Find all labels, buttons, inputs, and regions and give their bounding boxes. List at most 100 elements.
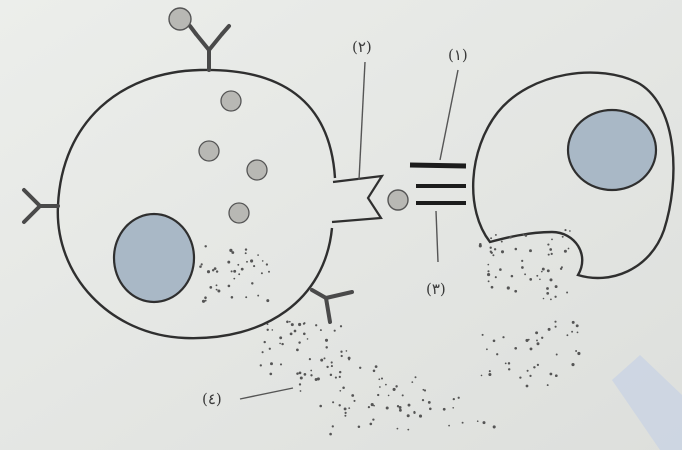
granule-dot <box>237 264 239 266</box>
granule-dot <box>543 298 545 300</box>
granule-dot <box>411 381 413 383</box>
granule-dot <box>521 260 523 262</box>
granule-dot <box>381 377 383 379</box>
granule-dot <box>272 329 274 331</box>
granule-dot <box>317 377 320 380</box>
granule-dot <box>566 334 568 336</box>
granule-dot <box>560 268 562 270</box>
granule-dot <box>419 415 422 418</box>
granule-dot <box>319 405 322 408</box>
granule-dot <box>452 407 454 409</box>
granule-dot <box>320 329 322 331</box>
granule-dot <box>554 296 556 298</box>
granule-dot <box>568 248 570 250</box>
granule-dot <box>527 370 529 372</box>
granule-dot <box>514 290 517 293</box>
granule-dot <box>524 273 526 275</box>
granule-dot <box>264 341 266 343</box>
granule-dot <box>541 337 543 339</box>
granule-dot <box>204 245 206 247</box>
label-3: (٣) <box>426 280 446 298</box>
granule-dot <box>289 321 291 323</box>
granule-dot <box>529 375 531 377</box>
granule-dot <box>541 271 543 273</box>
granule-dot <box>331 361 333 363</box>
granule-dot <box>310 370 312 372</box>
granule-dot <box>266 299 269 302</box>
granule-dot <box>340 325 342 327</box>
granule-dot <box>575 350 577 352</box>
granule-dot <box>279 343 281 345</box>
granule-dot <box>555 285 558 288</box>
granule-dot <box>261 272 263 274</box>
granule-dot <box>326 366 328 368</box>
granule-dot <box>548 254 550 256</box>
granule-dot <box>422 399 424 401</box>
granule-dot <box>296 349 299 352</box>
granule-dot <box>487 273 490 276</box>
granule-dot <box>378 378 380 380</box>
granule-dot <box>428 401 431 404</box>
granule <box>199 141 219 161</box>
granule-dot <box>332 401 334 403</box>
granule-dot <box>296 372 299 375</box>
granule-dot <box>507 286 510 289</box>
granule <box>221 91 241 111</box>
granule-dot <box>320 359 323 362</box>
granule-dot <box>566 292 568 294</box>
granule-dot <box>231 296 234 299</box>
granule-dot <box>299 372 302 375</box>
granule-dot <box>339 376 341 378</box>
granule-dot <box>562 236 564 238</box>
granule-dot <box>238 273 240 275</box>
granule-dot <box>515 248 518 251</box>
granule-dot <box>303 323 305 325</box>
granule-dot <box>269 373 272 376</box>
granule-dot <box>572 321 575 324</box>
granule-dot <box>481 375 483 377</box>
granule-dot <box>501 250 504 253</box>
granule-dot <box>260 364 262 366</box>
granule-dot <box>571 363 574 366</box>
granule-dot <box>280 363 282 365</box>
granule-dot <box>340 351 342 353</box>
granule-dot <box>547 384 549 386</box>
granule-dot <box>329 433 332 436</box>
granule-dot <box>216 284 218 286</box>
granule-dot <box>408 404 411 407</box>
granule-dot <box>529 249 532 252</box>
granule-dot <box>462 422 464 424</box>
granule-dot <box>204 296 207 299</box>
granule-dot <box>304 373 307 376</box>
granule-dot <box>448 425 450 427</box>
granule-dot <box>266 263 268 265</box>
granule-dot <box>488 280 490 282</box>
granule-dot <box>502 336 504 338</box>
granule-dot <box>251 282 253 284</box>
granule-dot <box>529 278 532 281</box>
granule-dot <box>528 339 530 341</box>
granule-dot <box>556 354 558 356</box>
granule-dot <box>358 426 361 429</box>
granule-dot <box>202 300 205 303</box>
granule-dot <box>262 351 264 353</box>
granule-dot <box>525 234 528 237</box>
granule-dot <box>514 347 517 350</box>
granule-dot <box>216 289 218 291</box>
granule-dot <box>246 261 248 263</box>
granule-dot <box>379 386 381 388</box>
granule-dot <box>388 395 390 397</box>
granule-dot <box>486 348 488 350</box>
granule-dot <box>348 407 350 409</box>
granule-dot <box>250 259 253 262</box>
granule-dot <box>227 261 230 264</box>
granule-dot <box>253 265 255 267</box>
granule <box>247 160 267 180</box>
granule-dot <box>407 429 409 431</box>
granule-dot <box>205 300 207 302</box>
granule-dot <box>375 365 378 368</box>
granule-dot <box>339 404 341 406</box>
granule-dot <box>499 268 502 271</box>
